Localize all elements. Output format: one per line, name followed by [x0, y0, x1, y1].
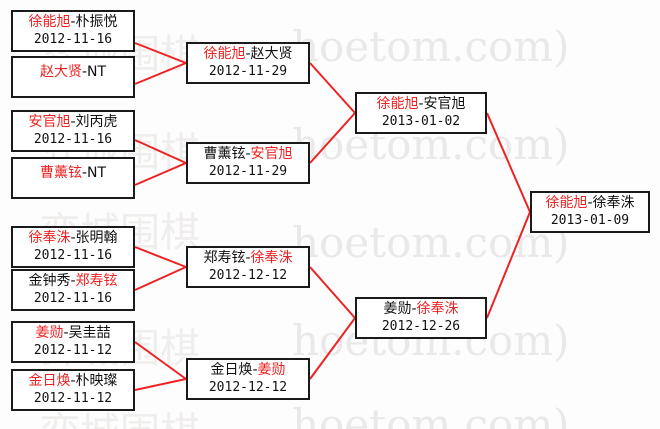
- name-separator: -: [245, 146, 251, 162]
- match-date: 2012-12-26: [381, 318, 461, 334]
- loser-name: 郑寿铉: [203, 250, 246, 266]
- loser-name: 吴圭喆: [68, 325, 111, 341]
- winner-name: 徐奉洙: [416, 301, 459, 317]
- match-box-semifinal-1[interactable]: 徐能旭-安官旭 2013-01-02: [355, 92, 487, 134]
- match-date: 2012-12-12: [208, 379, 288, 395]
- match-box-r1-3[interactable]: 安官旭-刘丙虎 2012-11-16: [11, 110, 135, 152]
- match-players: 徐能旭-徐奉洙: [532, 195, 648, 213]
- match-date: 2012-11-29: [208, 163, 288, 179]
- match-players: 徐能旭-安官旭: [357, 96, 485, 114]
- match-players: 姜勋-徐奉洙: [357, 301, 485, 319]
- name-separator: -: [252, 362, 258, 378]
- match-players: 徐奉洙-张明翰: [13, 230, 133, 248]
- winner-name: 曹薰铉: [39, 165, 82, 181]
- winner-name: 徐能旭: [203, 46, 246, 62]
- loser-name: 刘丙虎: [75, 114, 118, 130]
- name-separator: -: [411, 301, 417, 317]
- match-date: 2012-11-16: [33, 31, 113, 47]
- match-players: 徐能旭-朴振悦: [13, 14, 133, 32]
- name-separator: -: [81, 165, 88, 181]
- match-players: 安官旭-刘丙虎: [13, 114, 133, 132]
- match-box-r2-2[interactable]: 曹薰铉-安官旭 2012-11-29: [186, 142, 310, 184]
- match-box-r1-5[interactable]: 徐奉洙-张明翰 2012-11-16: [11, 226, 135, 268]
- match-date: 2012-11-12: [33, 390, 113, 406]
- match-box-r1-7[interactable]: 姜勋-吴圭喆 2012-11-12: [11, 321, 135, 363]
- loser-name: 徐奉洙: [592, 195, 635, 211]
- match-date: 2012-11-16: [33, 131, 113, 147]
- match-box-r1-4[interactable]: 曹薰铉-NT: [11, 157, 135, 199]
- match-players: 金日焕-朴映璨: [13, 373, 133, 391]
- name-separator: -: [418, 96, 424, 112]
- match-date: 2012-11-16: [33, 290, 113, 306]
- match-players: 徐能旭-赵大贤: [188, 46, 308, 64]
- winner-name: 安官旭: [250, 146, 293, 162]
- match-date: 2012-11-16: [33, 247, 113, 263]
- name-separator: -: [70, 373, 76, 389]
- loser-name: 张明翰: [75, 230, 118, 246]
- name-separator: -: [70, 230, 76, 246]
- name-separator: -: [245, 250, 251, 266]
- winner-name: 徐能旭: [545, 195, 588, 211]
- name-separator: -: [70, 114, 76, 130]
- name-separator: -: [587, 195, 593, 211]
- winner-name: 姜勋: [35, 325, 64, 341]
- loser-name: 朴振悦: [75, 14, 118, 30]
- match-players: 曹薰铉-安官旭: [188, 146, 308, 164]
- match-box-r1-6[interactable]: 金钟秀-郑寿铉 2012-11-16: [11, 269, 135, 311]
- match-players: 姜勋-吴圭喆: [13, 325, 133, 343]
- match-box-semifinal-2[interactable]: 姜勋-徐奉洙 2012-12-26: [355, 297, 487, 339]
- match-date: 2012-11-12: [33, 342, 113, 358]
- winner-name: 徐能旭: [28, 14, 71, 30]
- winner-name: 徐奉洙: [250, 250, 293, 266]
- match-box-r2-3[interactable]: 郑寿铉-徐奉洙 2012-12-12: [186, 246, 310, 288]
- loser-name: NT: [87, 165, 107, 181]
- match-date: 2012-12-12: [208, 267, 288, 283]
- winner-name: 徐奉洙: [28, 230, 71, 246]
- winner-name: 赵大贤: [39, 64, 82, 80]
- loser-name: NT: [87, 64, 107, 80]
- winner-name: 金日焕: [28, 373, 71, 389]
- loser-name: 赵大贤: [250, 46, 293, 62]
- match-box-r1-2[interactable]: 赵大贤-NT: [11, 56, 135, 98]
- winner-name: 姜勋: [257, 362, 286, 378]
- match-date: 2013-01-09: [550, 212, 630, 228]
- match-box-r1-1[interactable]: 徐能旭-朴振悦 2012-11-16: [11, 10, 135, 52]
- name-separator: -: [70, 273, 76, 289]
- match-players: 郑寿铉-徐奉洙: [188, 250, 308, 268]
- loser-name: 曹薰铉: [203, 146, 246, 162]
- loser-name: 金钟秀: [28, 273, 71, 289]
- match-box-r2-1[interactable]: 徐能旭-赵大贤 2012-11-29: [186, 42, 310, 84]
- name-separator: -: [245, 46, 251, 62]
- match-box-r1-8[interactable]: 金日焕-朴映璨 2012-11-12: [11, 369, 135, 411]
- match-players: 赵大贤-NT: [13, 64, 133, 82]
- match-box-final[interactable]: 徐能旭-徐奉洙 2013-01-09: [530, 191, 650, 233]
- loser-name: 姜勋: [383, 301, 412, 317]
- winner-name: 郑寿铉: [75, 273, 118, 289]
- name-separator: -: [63, 325, 69, 341]
- match-players: 金日焕-姜勋: [188, 362, 308, 380]
- match-box-r2-4[interactable]: 金日焕-姜勋 2012-12-12: [186, 358, 310, 400]
- winner-name: 徐能旭: [376, 96, 419, 112]
- match-players: 曹薰铉-NT: [13, 165, 133, 183]
- winner-name: 安官旭: [28, 114, 71, 130]
- match-date: 2012-11-29: [208, 63, 288, 79]
- name-separator: -: [81, 64, 88, 80]
- loser-name: 朴映璨: [75, 373, 118, 389]
- loser-name: 金日焕: [210, 362, 253, 378]
- name-separator: -: [70, 14, 76, 30]
- match-players: 金钟秀-郑寿铉: [13, 273, 133, 291]
- match-date: 2013-01-02: [381, 113, 461, 129]
- loser-name: 安官旭: [423, 96, 466, 112]
